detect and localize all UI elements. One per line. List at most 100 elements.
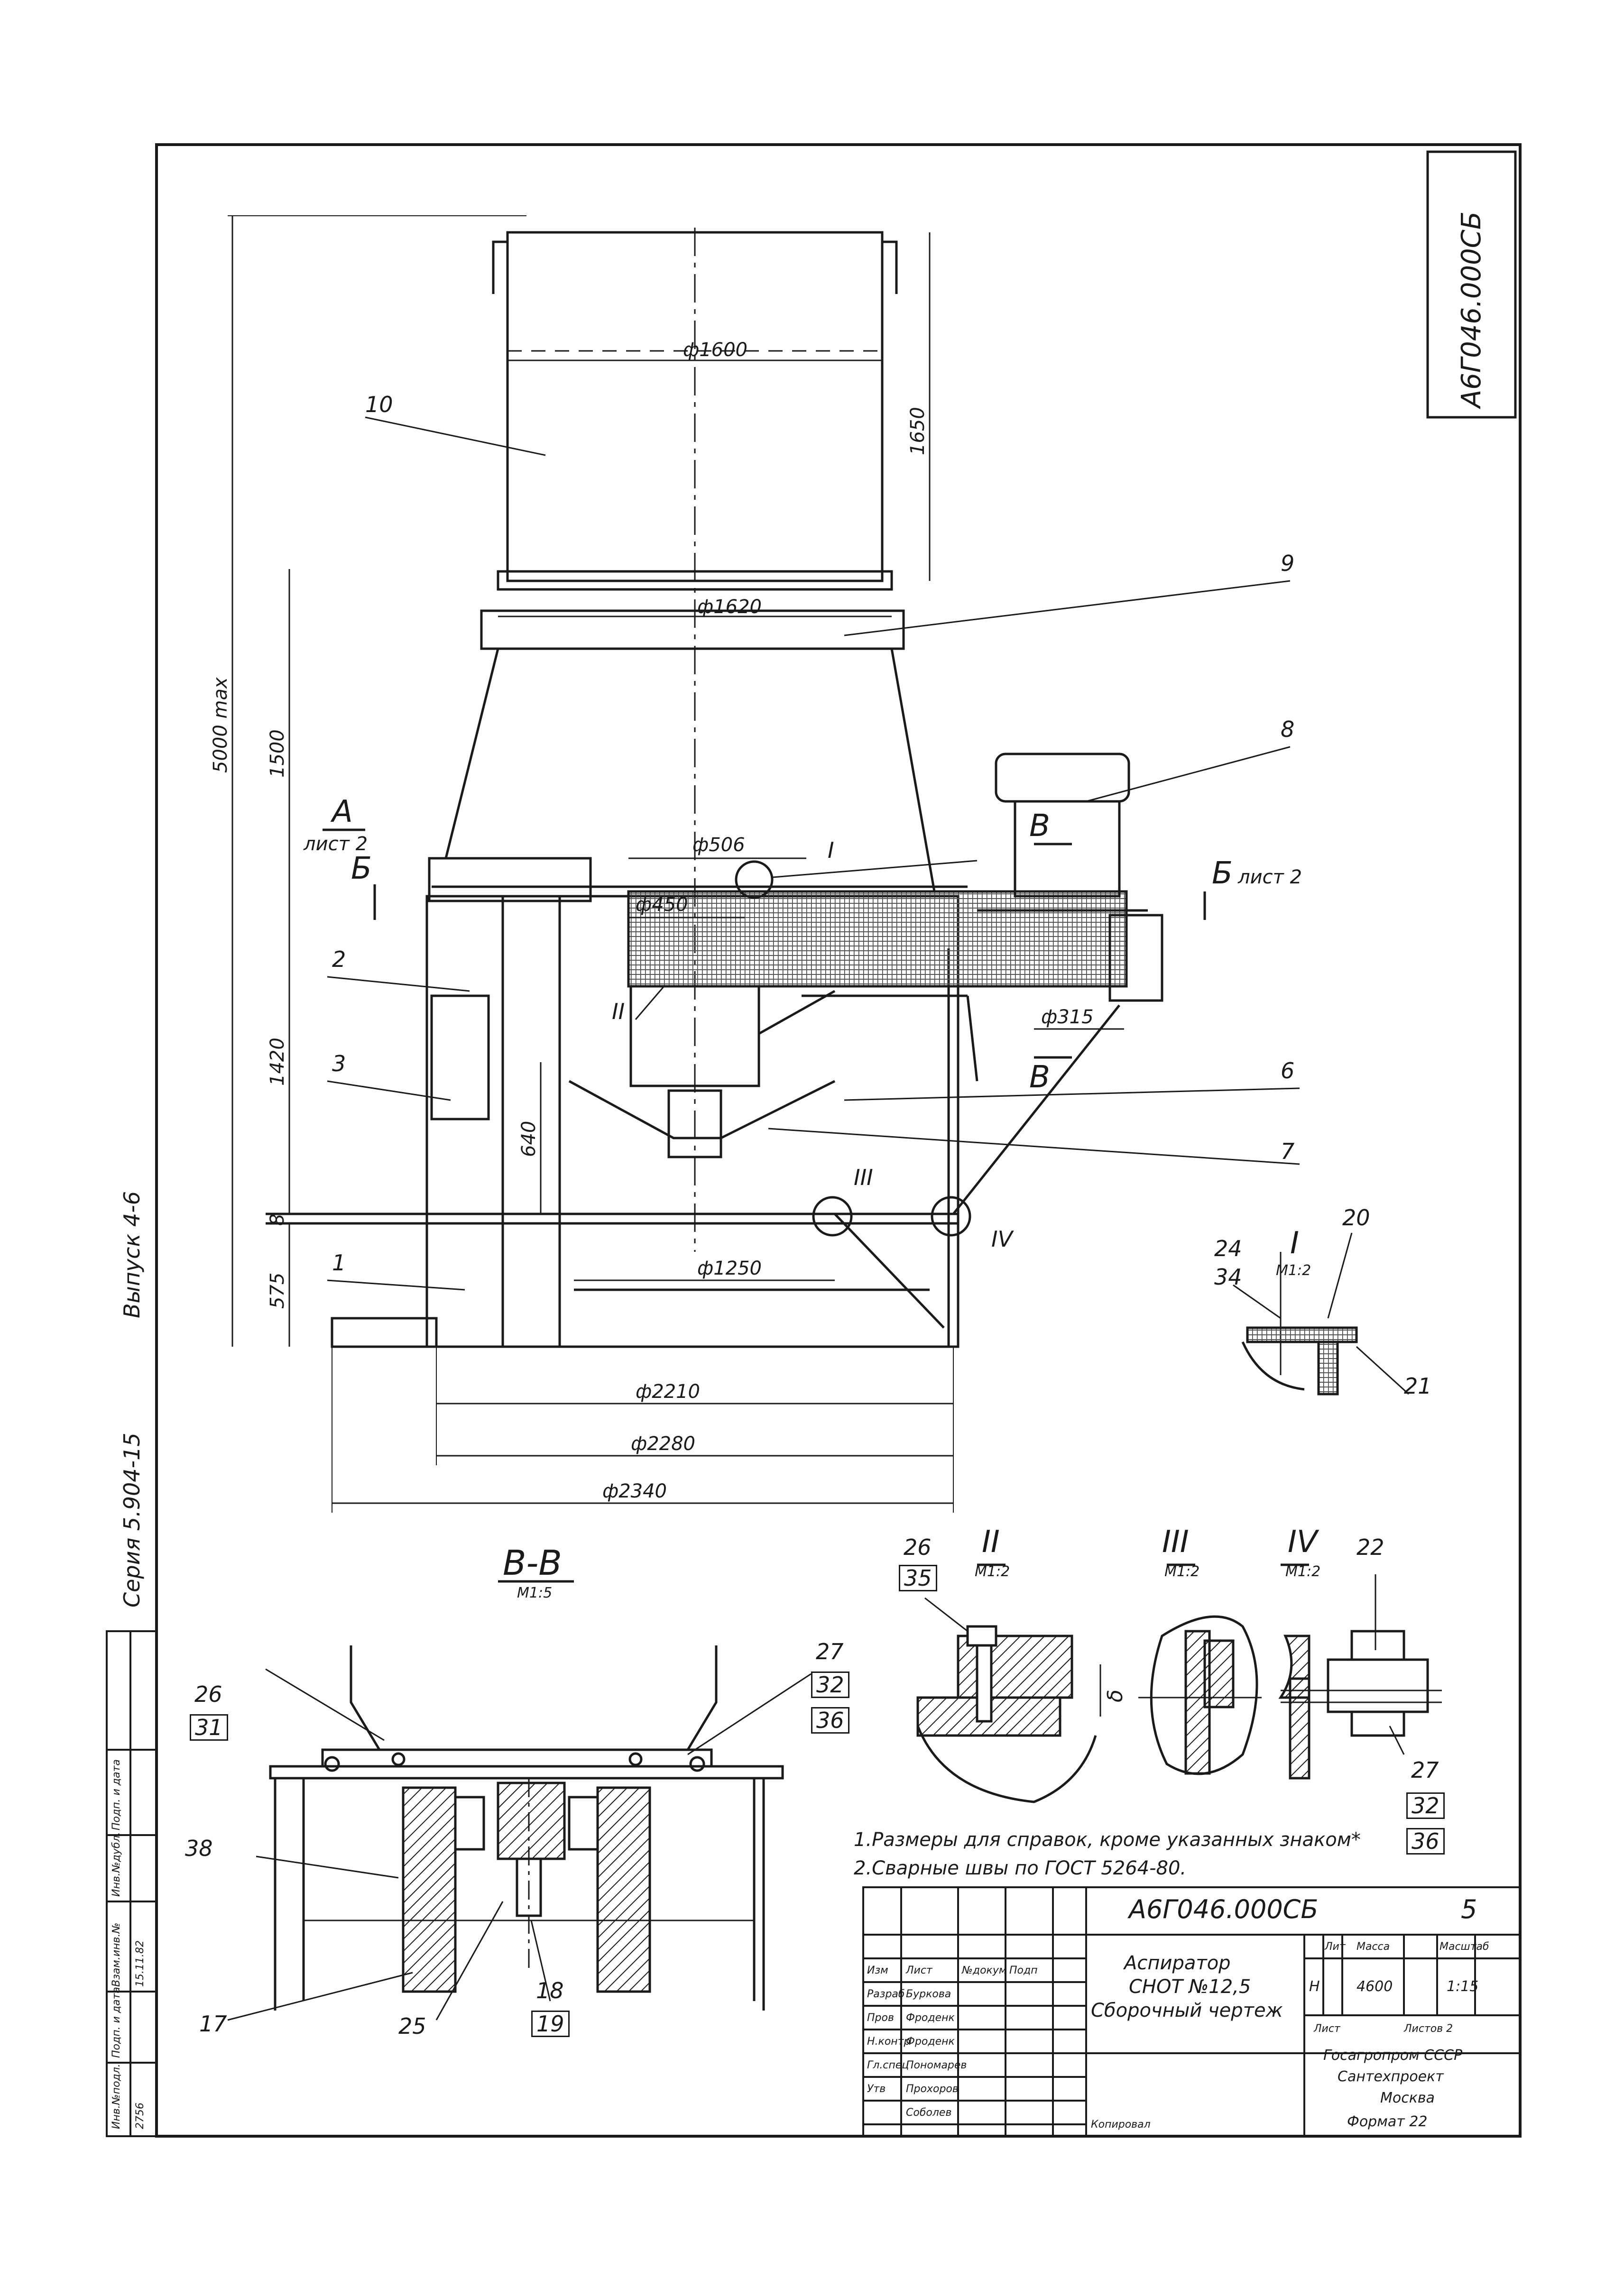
tb-row-2-role: Разраб [867,1988,905,2000]
dim-d2210: ф2210 [636,1381,700,1403]
title-block-name-1: Аспиратор [1124,1952,1231,1974]
side-stamp-val2: 15.11.82 [134,1940,146,1987]
section-vv-scale: М1:5 [517,1585,553,1601]
main-view [228,215,1163,1513]
callout-7: 7 [1281,1139,1295,1164]
dim-d506: ф506 [692,834,745,856]
section-vv [227,1580,812,2021]
side-stamp-col1: Инв.№подл. [111,2064,122,2129]
title-block-scale-header: Масштаб [1439,1941,1489,1953]
tb-row-1-name: Лист [906,1965,932,1976]
detail-IV-scale: М1:2 [1285,1563,1321,1580]
title-block-scale: 1:15 [1447,1978,1479,1995]
note-2: 2.Сварные швы по ГОСТ 5264-80. [854,1857,1187,1879]
title-block-copied: Копировал [1091,2119,1151,2131]
callout-22-detail: 22 [1356,1534,1384,1560]
tb-row-6-role: Утв [867,2083,886,2095]
title-block-sheets-header: Листов 2 [1404,2023,1453,2035]
callout-10: 10 [365,392,393,417]
callout-32-vv: 32 [811,1671,849,1698]
callout-27-vv: 27 [816,1639,844,1664]
tb-row-4-name: Фроденк [906,2036,955,2048]
detail-I [1233,1232,1410,1396]
detail-tag-III: III [854,1165,873,1190]
callout-20: 20 [1342,1205,1370,1231]
detail-II-label: II [982,1525,1000,1560]
callout-19: 19 [531,2011,570,2037]
section-mark-b-right-sheet: лист 2 [1238,866,1302,888]
series-text: Серия 5.904-15 [119,1433,145,1607]
callout-35-detail: 35 [899,1565,937,1591]
callout-21: 21 [1404,1373,1432,1399]
dim-h640: 640 [518,1120,540,1157]
title-block-mass-header: Масса [1356,1941,1390,1953]
tb-row-1-date: Подп [1009,1965,1038,1976]
dim-h1650: 1650 [907,407,929,455]
side-stamp-col3: Взам.инв.№ [111,1922,122,1987]
section-mark-b-left: Б [351,851,372,886]
code-stamp-box [1426,150,1517,419]
title-block-code: А6Г046.000СБ [1129,1894,1319,1924]
detail-I-label: I [1290,1226,1299,1261]
callout-24: 24 [1214,1236,1242,1261]
detail-III-scale: М1:2 [1164,1563,1200,1580]
title-block-name-2: СНОТ №12,5 [1129,1976,1251,1998]
section-vv-label: В-В [503,1543,562,1583]
detail-tag-IV: IV [991,1226,1013,1252]
tb-row-3-role: Пров [867,2012,894,2024]
tb-row-2-name: Буркова [906,1988,951,2000]
detail-II [916,1563,1101,1803]
callout-31-vv: 31 [190,1714,228,1741]
title-block-lit-header: Лит [1325,1941,1346,1953]
dim-d1600: ф1600 [683,339,747,361]
title-block-mass: 4600 [1356,1978,1393,1995]
dim-d450: ф450 [636,894,688,916]
title-block-org-3: Москва [1380,2090,1435,2106]
side-stamp-col4: Инв.№дубл. [111,1832,122,1897]
callout-8: 8 [1281,716,1295,742]
section-mark-a-sheet: лист 2 [304,833,368,855]
title-block-lit: Н [1309,1978,1320,1995]
dim-d2280: ф2280 [631,1433,695,1455]
section-mark-v-bottom: В [1029,1060,1050,1095]
detail-III [1138,1563,1262,1775]
frame-border [155,143,1522,2138]
callout-38: 38 [185,1836,213,1861]
callout-3: 3 [332,1051,346,1076]
dim-h5000: 5000 max [210,677,231,773]
callout-1: 1 [332,1250,346,1276]
tb-row-5-name: Пономарев [906,2059,967,2071]
detail-II-scale: М1:2 [975,1563,1010,1580]
side-stamp-col5: Подп. и дата [111,1759,122,1830]
callout-32-detail: 32 [1406,1792,1445,1819]
callout-36-vv: 36 [811,1707,849,1734]
tb-row-6-name: Прохоров [906,2083,959,2095]
dim-d2340: ф2340 [602,1480,667,1502]
callout-6: 6 [1281,1058,1295,1084]
dim-h1420: 1420 [267,1038,288,1086]
callout-36-detail: 36 [1406,1828,1445,1855]
tb-row-4-role: Н.контр [867,2036,911,2048]
callout-26-detail: 26 [904,1534,932,1560]
callout-25: 25 [398,2013,426,2039]
tb-row-7-name: Соболев [906,2107,952,2119]
detail-tag-I: I [828,837,834,863]
detail-tag-II: II [612,999,625,1024]
section-mark-b-right: Б [1212,856,1233,891]
note-1: 1.Размеры для справок, кроме указанных з… [854,1829,1361,1851]
title-block-sheet-header: Лист [1314,2023,1340,2035]
dim-d1620: ф1620 [697,596,762,618]
detail-IV [1278,1563,1442,1780]
section-mark-a: А [332,794,353,829]
dim-delta: δ [1103,1690,1127,1702]
tb-row-5-role: Гл.спец [867,2059,909,2071]
callout-26-vv: 26 [194,1681,222,1707]
dim-h575: 575 [267,1272,288,1309]
callout-2: 2 [332,946,346,972]
leader-lines [327,416,1300,1291]
title-block-format: Формат 22 [1347,2113,1428,2130]
detail-I-scale: М1:2 [1276,1262,1311,1279]
title-block-org-1: Госагропром СССР [1323,2047,1463,2064]
side-stamp-val1: 2756 [134,2103,146,2129]
